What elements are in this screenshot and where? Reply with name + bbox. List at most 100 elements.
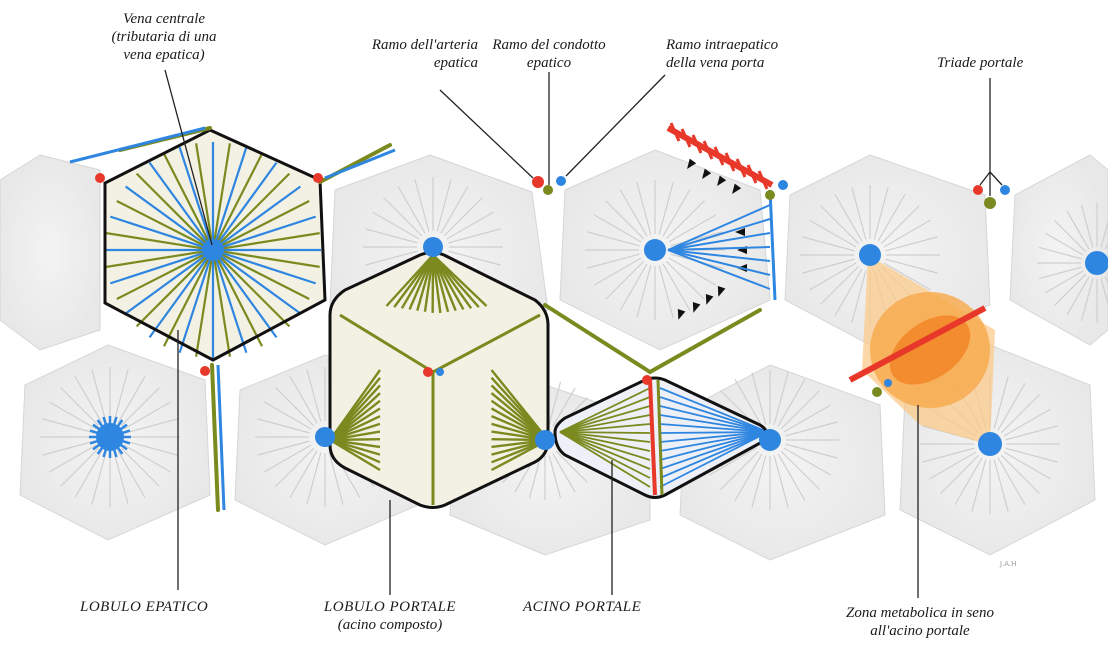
sinusoid-line bbox=[706, 149, 714, 160]
sinusoid-line bbox=[102, 416, 108, 426]
sinusoid-line bbox=[665, 200, 705, 240]
duct-branch bbox=[648, 308, 762, 374]
sinusoid-line bbox=[658, 265, 674, 318]
sinusoid-line bbox=[217, 257, 278, 339]
sinusoid-line bbox=[178, 146, 211, 241]
sinusoid-line bbox=[113, 452, 129, 505]
sinusoid-line bbox=[289, 450, 318, 498]
sinusoid-line bbox=[123, 444, 171, 473]
sinusoid-line bbox=[102, 448, 108, 458]
sinusoid-line bbox=[528, 455, 542, 499]
sinusoid-line bbox=[783, 447, 831, 476]
sinusoid-line bbox=[993, 459, 1009, 512]
sinusoid-line bbox=[751, 455, 767, 508]
sinusoid-line bbox=[552, 387, 576, 427]
sinusoid-line bbox=[42, 418, 95, 434]
sinusoid-line bbox=[667, 232, 771, 251]
sinusoid-line bbox=[997, 457, 1026, 505]
sinusoid-line bbox=[1080, 278, 1094, 322]
sinusoid-line bbox=[60, 387, 100, 427]
sinusoid-line bbox=[802, 236, 855, 252]
portal-acinus bbox=[553, 376, 769, 499]
label-vena-porta: Ramo intraepatico della vena porta bbox=[666, 36, 826, 72]
sinusoid-line bbox=[877, 194, 906, 242]
triad-artery-dot bbox=[200, 366, 210, 376]
sinusoid-line bbox=[431, 254, 442, 314]
vein-branch bbox=[216, 364, 226, 511]
sinusoid-line bbox=[667, 249, 771, 290]
sinusoid-line bbox=[74, 376, 103, 424]
central-vein bbox=[535, 430, 555, 450]
sinusoid-line bbox=[96, 419, 104, 429]
sinusoid-line bbox=[695, 143, 703, 154]
acinus-duct bbox=[656, 379, 664, 496]
sinusoid-line bbox=[659, 431, 769, 470]
label-line: Ramo intraepatico bbox=[666, 37, 779, 53]
sinusoid-line bbox=[213, 143, 231, 241]
sinusoid-line bbox=[213, 259, 231, 357]
sinusoid-line bbox=[777, 453, 806, 501]
sinusoid-line bbox=[971, 459, 987, 512]
vein-branch bbox=[324, 148, 396, 180]
sinusoid-line bbox=[92, 443, 102, 451]
flow-arrow bbox=[735, 228, 745, 236]
sinusoid-line bbox=[873, 187, 889, 240]
sinusoid-line bbox=[1005, 425, 1058, 441]
sinusoid-line bbox=[106, 232, 204, 250]
sinusoid-line bbox=[668, 257, 716, 286]
sinusoid-line bbox=[761, 179, 769, 190]
sinusoid-line bbox=[780, 450, 820, 490]
sinusoid-line bbox=[548, 381, 562, 425]
sinusoid-line bbox=[636, 265, 652, 318]
sinusoid-line bbox=[548, 455, 562, 499]
sinusoid-line bbox=[74, 450, 103, 498]
sinusoid-line bbox=[658, 182, 674, 235]
triad-duct-dot bbox=[872, 387, 882, 397]
sinusoid-line bbox=[106, 250, 204, 268]
sinusoid-line bbox=[112, 448, 118, 458]
triad-artery-dot bbox=[313, 173, 323, 183]
sinusoid-line bbox=[221, 253, 310, 301]
sinusoid-line bbox=[222, 215, 317, 248]
zone-artery-branch bbox=[848, 305, 987, 383]
sinusoid-line bbox=[667, 249, 771, 262]
label-condotto: Ramo del condotto epatico bbox=[484, 36, 614, 72]
label-lobulo-portale: LOBULO PORTALE (acino composto) bbox=[300, 598, 480, 634]
sinusoid-line bbox=[329, 438, 381, 472]
portal-triads bbox=[95, 173, 1010, 397]
sinusoid-line bbox=[665, 260, 705, 300]
sinusoid-line bbox=[1044, 270, 1084, 294]
sinusoid-line bbox=[680, 128, 688, 139]
sinusoid-line bbox=[559, 387, 651, 433]
sinusoid-line bbox=[659, 431, 769, 434]
sinusoid-line bbox=[148, 257, 209, 339]
flow-arrow bbox=[702, 168, 712, 180]
sinusoid-line bbox=[746, 164, 754, 175]
sinusoid-line bbox=[329, 430, 381, 442]
leader-lines bbox=[164, 69, 1003, 598]
sinusoid-line bbox=[431, 254, 457, 312]
central-veins bbox=[315, 237, 1108, 456]
sinusoid-line bbox=[216, 153, 264, 242]
label-line: Ramo dell'arteria bbox=[371, 37, 478, 53]
sinusoid-line bbox=[659, 431, 769, 452]
sinusoid-line bbox=[559, 396, 651, 433]
sinusoid-line bbox=[559, 423, 651, 433]
spiky-central-vein bbox=[89, 416, 131, 458]
sinusoid-line bbox=[669, 122, 677, 133]
sinusoid-line bbox=[667, 218, 771, 251]
sinusoid-line bbox=[1038, 246, 1082, 260]
sinusoid-line bbox=[659, 431, 769, 488]
sinusoid-line bbox=[773, 455, 789, 508]
sinusoid-line bbox=[219, 172, 291, 244]
sinusoid-line bbox=[834, 268, 863, 316]
triad-vein-dot bbox=[436, 368, 444, 376]
triad-duct-dot bbox=[543, 185, 553, 195]
sinusoid-line bbox=[667, 204, 771, 251]
sinusoid-line bbox=[89, 439, 99, 445]
sinusoid-line bbox=[659, 431, 769, 461]
duct-branch bbox=[543, 303, 652, 374]
sinusoid-line bbox=[436, 179, 452, 232]
sinusoid-line bbox=[552, 453, 576, 493]
sinusoid-line bbox=[215, 259, 248, 354]
